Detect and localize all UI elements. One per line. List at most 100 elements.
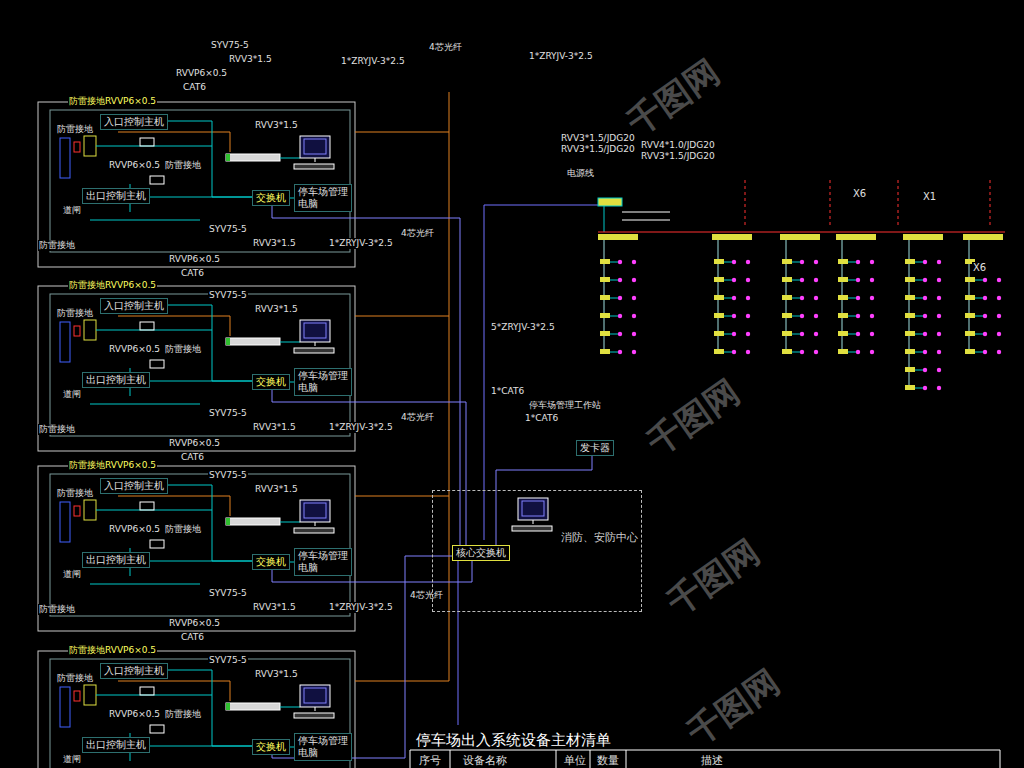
detector-symbol — [600, 313, 610, 318]
note-label: 防雷接地 — [38, 424, 76, 435]
node-controller-symbol — [836, 234, 876, 240]
wire-line — [724, 298, 732, 299]
sensor-dot — [618, 260, 622, 264]
screen-symbol — [304, 139, 326, 154]
sensor-dot — [983, 278, 987, 282]
detector-symbol — [714, 313, 724, 318]
sensor-dot — [937, 386, 941, 390]
table-title: 停车场出入系统设备主材清单 — [415, 731, 612, 749]
sensor-dot — [997, 350, 1001, 354]
table-rule — [1000, 750, 1001, 768]
sensor-dot — [997, 278, 1001, 282]
network-cable — [484, 205, 598, 206]
barrier-symbol — [60, 687, 70, 727]
detector-symbol — [905, 367, 915, 372]
sensor-dot — [732, 296, 736, 300]
wire-line — [724, 316, 732, 317]
cable-spec: 1*ZRYJV-3*2.5 — [328, 602, 394, 613]
sensor-dot — [618, 296, 622, 300]
detector-symbol — [905, 331, 915, 336]
lightning-protector-symbol — [74, 326, 80, 336]
barrier-symbol — [60, 502, 70, 542]
wire-line — [610, 316, 618, 317]
detector-symbol — [965, 295, 975, 300]
cable-spec: RVV3*1.5 — [254, 304, 299, 315]
sensor-dot — [923, 368, 927, 372]
wire-line — [280, 342, 300, 343]
keyboard-symbol — [294, 528, 334, 533]
wire-line — [848, 298, 856, 299]
sensor-dot — [632, 278, 636, 282]
monitor-symbol — [300, 500, 330, 522]
wire-line — [915, 262, 923, 263]
detector-symbol — [782, 331, 792, 336]
camera-symbol — [150, 360, 164, 368]
note-label: 防雷接地 — [164, 160, 202, 171]
detector-symbol — [905, 385, 915, 390]
wire-line — [792, 280, 800, 281]
cable-spec: RVV3*1.5 — [252, 602, 297, 613]
wire-line — [118, 681, 230, 682]
computer-box: 停车场管理电脑 — [294, 548, 352, 576]
cable-spec: 1*ZRYJV-3*2.5 — [328, 422, 394, 433]
power-cable — [449, 92, 450, 681]
detector-symbol — [838, 295, 848, 300]
detector-symbol — [838, 313, 848, 318]
cable-spec: 1*CAT6 — [490, 386, 525, 397]
table-rule — [450, 750, 451, 768]
panel-inner-frame — [50, 659, 350, 768]
node-text: 入口控制主机 — [104, 480, 164, 492]
node-text: 交换机 — [256, 741, 286, 753]
sensor-dot — [814, 296, 818, 300]
sensor-dot — [923, 314, 927, 318]
sensor-dot — [800, 260, 804, 264]
note-label: 防雷接地 — [38, 240, 76, 251]
power-cable — [355, 132, 449, 133]
controller-symbol — [84, 500, 96, 520]
node-controller-symbol — [780, 234, 820, 240]
sensor-dot — [732, 278, 736, 282]
wire-line — [915, 298, 923, 299]
wire-line — [975, 316, 983, 317]
connector-line — [168, 121, 252, 197]
controller-box: 入口控制主机 — [100, 114, 168, 130]
sensor-dot — [746, 278, 750, 282]
wire-line — [604, 206, 605, 232]
controller-box: 出口控制主机 — [82, 188, 150, 204]
cable-spec: 防雷接地RVVP6×0.5 — [68, 460, 157, 471]
cable-spec: SYV75-5 — [208, 408, 248, 419]
controller-box: 出口控制主机 — [82, 372, 150, 388]
sensor-dot — [814, 314, 818, 318]
sensor-dot — [997, 332, 1001, 336]
sensor-dot — [870, 314, 874, 318]
computer-box: 停车场管理电脑 — [294, 733, 352, 761]
note-label: 防雷接地 — [56, 124, 94, 135]
cable-spec: 1*ZRYJV-3*2.5 — [328, 238, 394, 249]
cable-spec: RVVP6×0.5 — [108, 344, 161, 355]
wire-line — [90, 584, 200, 585]
network-cable — [458, 561, 459, 725]
sensor-dot — [632, 260, 636, 264]
controller-box: 入口控制主机 — [100, 663, 168, 679]
sensor-dot — [870, 350, 874, 354]
controller-box: 出口控制主机 — [82, 737, 150, 753]
sensor-dot — [870, 296, 874, 300]
watermark: 千图网 — [660, 531, 767, 623]
sensor-dot — [732, 350, 736, 354]
detector-symbol — [782, 259, 792, 264]
screen-symbol — [304, 688, 326, 703]
wire-line — [230, 316, 231, 336]
cable-spec: RVV3*1.5/JDG20 — [640, 151, 716, 162]
cable-spec: RVVP6×0.5 — [108, 709, 161, 720]
count-label: X6 — [852, 188, 867, 200]
panel-frame — [38, 651, 355, 768]
wire-line — [118, 496, 230, 497]
sensor-dot — [856, 296, 860, 300]
wire-line — [975, 280, 983, 281]
computer-box: 停车场管理电脑 — [294, 184, 352, 212]
monitor-stand — [315, 522, 316, 526]
wire-line — [280, 522, 300, 523]
detector-symbol — [905, 349, 915, 354]
node-controller-symbol — [598, 234, 638, 240]
